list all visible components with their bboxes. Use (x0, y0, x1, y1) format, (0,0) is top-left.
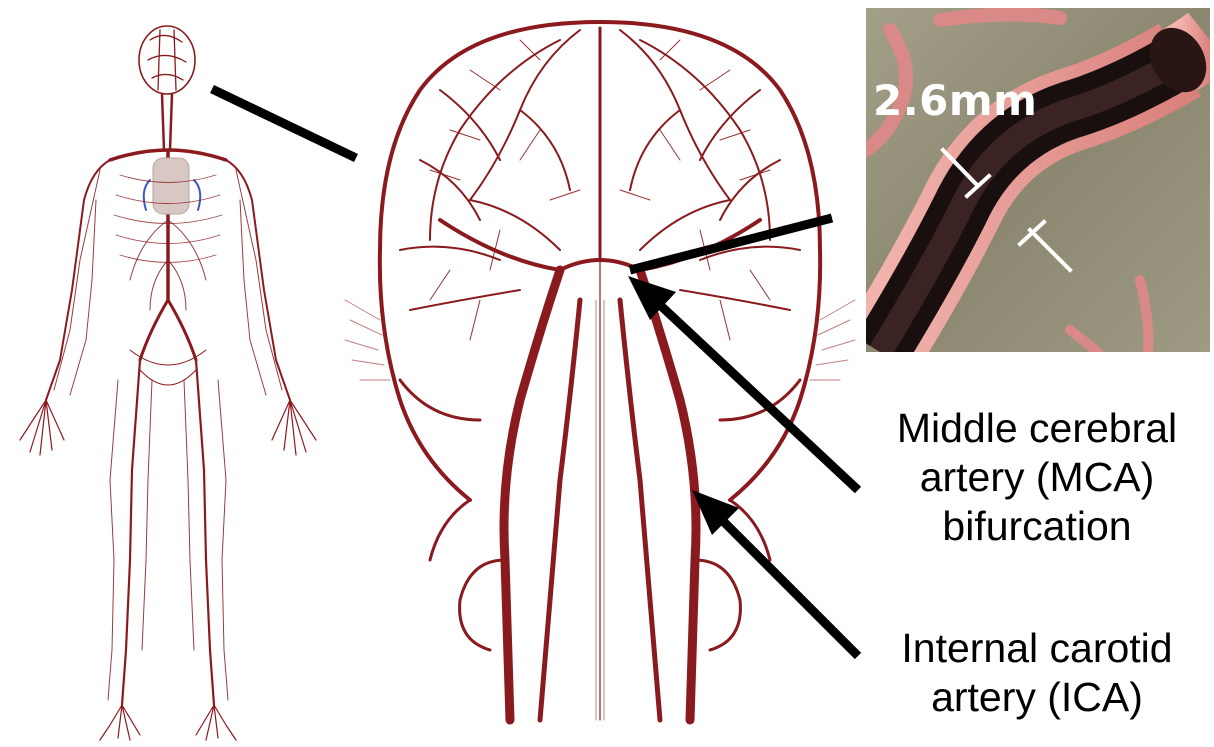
mca-label-line-1: Middle cerebral (862, 404, 1212, 453)
connector-line-mca-to-inset (630, 218, 832, 270)
full-body-vasculature (20, 26, 316, 740)
mca-label-line-2: artery (MCA) (862, 453, 1212, 502)
body-hands (20, 400, 316, 455)
body-legs (122, 360, 214, 705)
connector-line-head-to-brain (212, 89, 356, 158)
ica-label-line-2: artery (ICA) (862, 673, 1212, 722)
mca-arrow (628, 276, 858, 490)
mca-label-line-3: bifurcation (862, 502, 1212, 551)
brain-vasculature (345, 22, 855, 720)
diameter-measurement-label: 2.6mm (873, 76, 1037, 125)
body-heart (144, 158, 201, 214)
ica-label-line-1: Internal carotid (862, 624, 1212, 673)
body-feet (100, 705, 236, 740)
body-carotids (162, 94, 172, 150)
body-iliac (140, 300, 196, 360)
body-head (139, 26, 195, 94)
artery-zoom-inset (866, 8, 1214, 352)
mca-bifurcation-label: Middle cerebral artery (MCA) bifurcation (862, 404, 1212, 551)
ica-arrow (692, 490, 858, 656)
ica-label: Internal carotid artery (ICA) (862, 624, 1212, 722)
